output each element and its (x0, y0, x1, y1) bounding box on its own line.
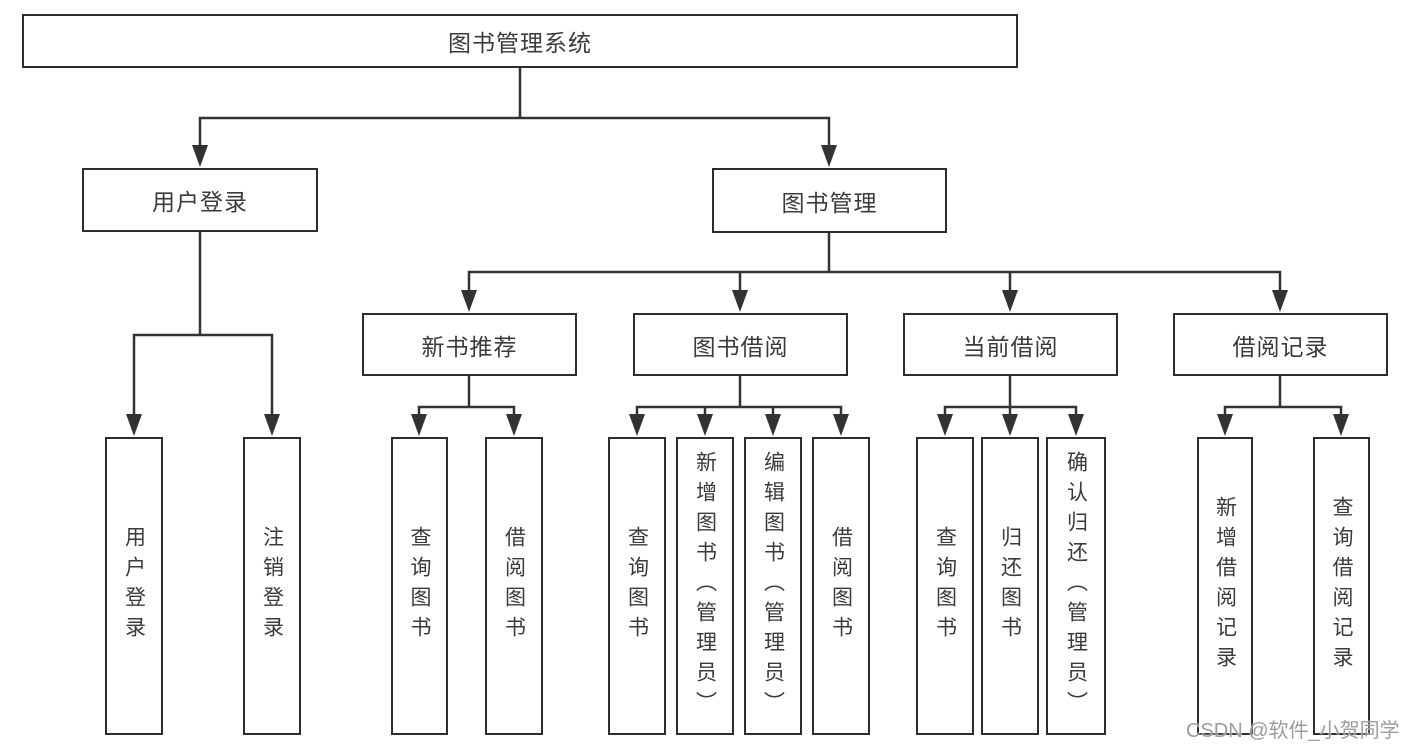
node-new-book-recommend: 新书推荐 (362, 313, 577, 376)
node-label: 借阅图书 (502, 526, 526, 646)
leaf-edit-book-admin: 编辑图书（管理员） (744, 437, 802, 735)
leaf-borrow-books-recommend: 借阅图书 (485, 437, 543, 735)
arrowheads (126, 145, 1349, 436)
node-current-borrowing: 当前借阅 (903, 313, 1118, 376)
node-label: 新增图书（管理员） (693, 451, 717, 721)
node-borrowing-records: 借阅记录 (1173, 313, 1388, 376)
leaf-user-login: 用户登录 (105, 437, 163, 735)
node-label: 新书推荐 (421, 333, 518, 360)
node-library-management-system: 图书管理系统 (22, 14, 1018, 68)
node-label: 用户登录 (152, 189, 248, 215)
node-label: 当前借阅 (962, 333, 1059, 360)
node-label: 归还图书 (998, 526, 1022, 646)
csdn-watermark: CSDN @软件_小贺同学 (1186, 720, 1400, 742)
node-label: 查询图书 (933, 526, 957, 646)
node-label: 图书管理 (781, 189, 878, 216)
leaf-add-borrow-record: 新增借阅记录 (1197, 437, 1253, 735)
node-label: 确认归还（管理员） (1064, 451, 1088, 721)
node-book-borrowing: 图书借阅 (633, 313, 848, 376)
leaf-return-books: 归还图书 (981, 437, 1039, 735)
node-label: 查询图书 (408, 526, 431, 646)
node-label: 新增借阅记录 (1213, 496, 1237, 676)
node-book-management-branch: 图书管理 (712, 168, 947, 233)
node-label: 注销登录 (260, 526, 284, 646)
node-label: 借阅记录 (1232, 333, 1329, 360)
leaf-logout: 注销登录 (243, 437, 301, 735)
leaf-query-borrow-record: 查询借阅记录 (1313, 437, 1370, 735)
node-label: 借阅图书 (829, 526, 853, 646)
node-label: 图书管理系统 (448, 30, 592, 56)
leaf-query-books-borrow: 查询图书 (608, 437, 666, 735)
node-label: 查询借阅记录 (1330, 496, 1353, 676)
leaf-query-books-current: 查询图书 (916, 437, 974, 735)
leaf-confirm-return-admin: 确认归还（管理员） (1046, 437, 1106, 735)
node-label: 图书借阅 (692, 333, 789, 360)
node-user-login-branch: 用户登录 (82, 168, 318, 232)
node-label: 编辑图书（管理员） (761, 451, 785, 721)
node-label: 查询图书 (625, 526, 649, 646)
leaf-borrow-books: 借阅图书 (812, 437, 870, 735)
node-label: 用户登录 (122, 526, 146, 646)
leaf-add-book-admin: 新增图书（管理员） (676, 437, 734, 735)
leaf-query-books-recommend: 查询图书 (391, 437, 448, 735)
